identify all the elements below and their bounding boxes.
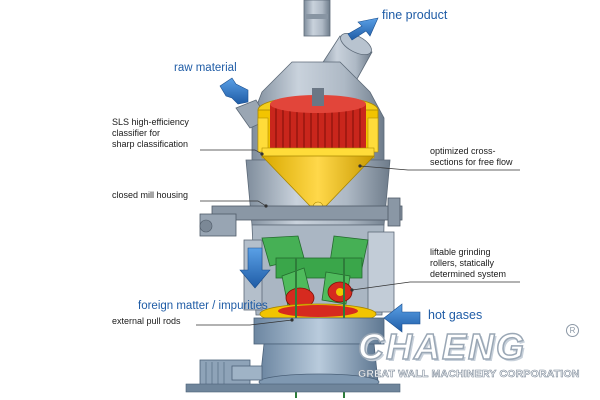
label-classifier-line1: SLS high-efficiency: [112, 117, 189, 127]
label-rollers-line3: determined system: [430, 269, 507, 279]
mill-base: [185, 317, 401, 393]
registered-mark: R: [566, 324, 579, 337]
label-rollers-line1: liftable grinding: [430, 247, 491, 257]
label-classifier-line3: sharp classification: [112, 139, 189, 149]
label-optimized-line2: sections for free flow: [430, 157, 513, 167]
arrow-hot-gases: [383, 303, 421, 333]
arrow-foreign-matter: [239, 247, 271, 289]
classifier-rotor: [270, 88, 366, 148]
arrow-fine-product: [347, 17, 379, 41]
label-pull-rods: external pull rods: [112, 316, 181, 326]
drive-shaft: [199, 197, 403, 237]
classifier: [257, 88, 379, 159]
label-fine-product: fine product: [382, 8, 448, 22]
label-housing: closed mill housing: [112, 190, 189, 200]
company-logo: CHAENG R GREAT WALL MACHINERY CORPORATIO…: [354, 324, 594, 392]
logo-wordmark: CHAENG: [357, 325, 527, 368]
label-classifier-line2: classifier for: [112, 128, 161, 138]
leader-lines: [196, 149, 520, 326]
arrow-raw-material: [219, 77, 249, 105]
label-rollers-line2: rollers, statically: [430, 258, 495, 268]
logo-subtitle: GREAT WALL MACHINERY CORPORATION: [358, 368, 580, 381]
label-foreign-matter: foreign matter / impurities: [138, 300, 268, 312]
label-optimized-line1: optimized cross-: [430, 146, 496, 156]
top-duct: [303, 0, 331, 37]
label-raw-material: raw material: [174, 62, 237, 74]
label-hot-gases: hot gases: [428, 308, 483, 322]
